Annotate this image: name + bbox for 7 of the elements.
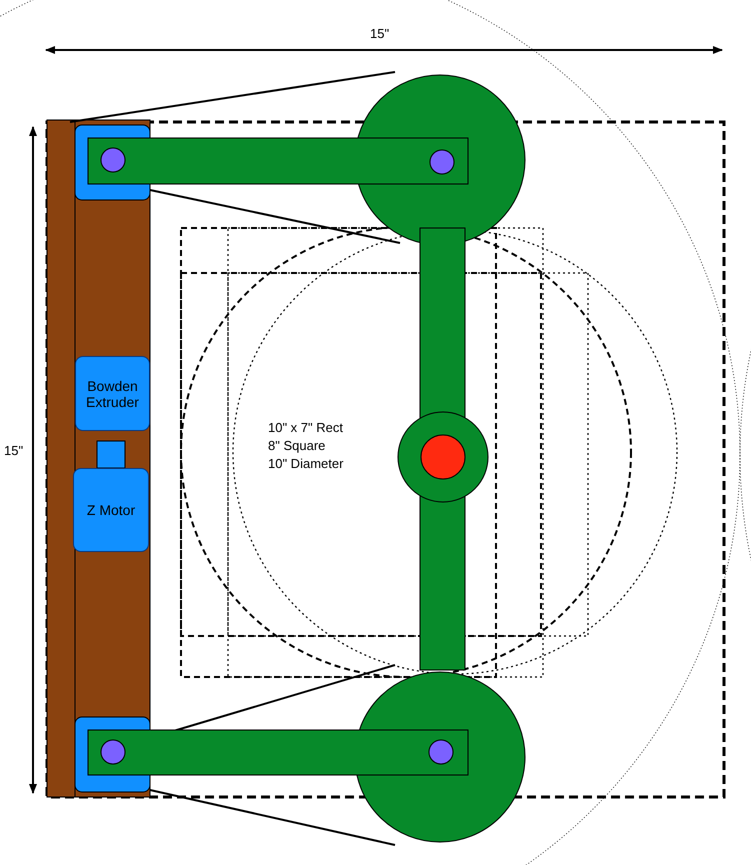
component-box: Z Motor	[73, 468, 149, 552]
area-label: 10" Diameter	[268, 456, 344, 471]
dimension-label: 15"	[4, 443, 24, 458]
component-box: Bowden Extruder	[75, 356, 150, 431]
area-label: 8" Square	[268, 438, 326, 453]
area-label: 10" x 7" Rect	[268, 420, 343, 435]
dimension-label: 15"	[370, 26, 390, 41]
